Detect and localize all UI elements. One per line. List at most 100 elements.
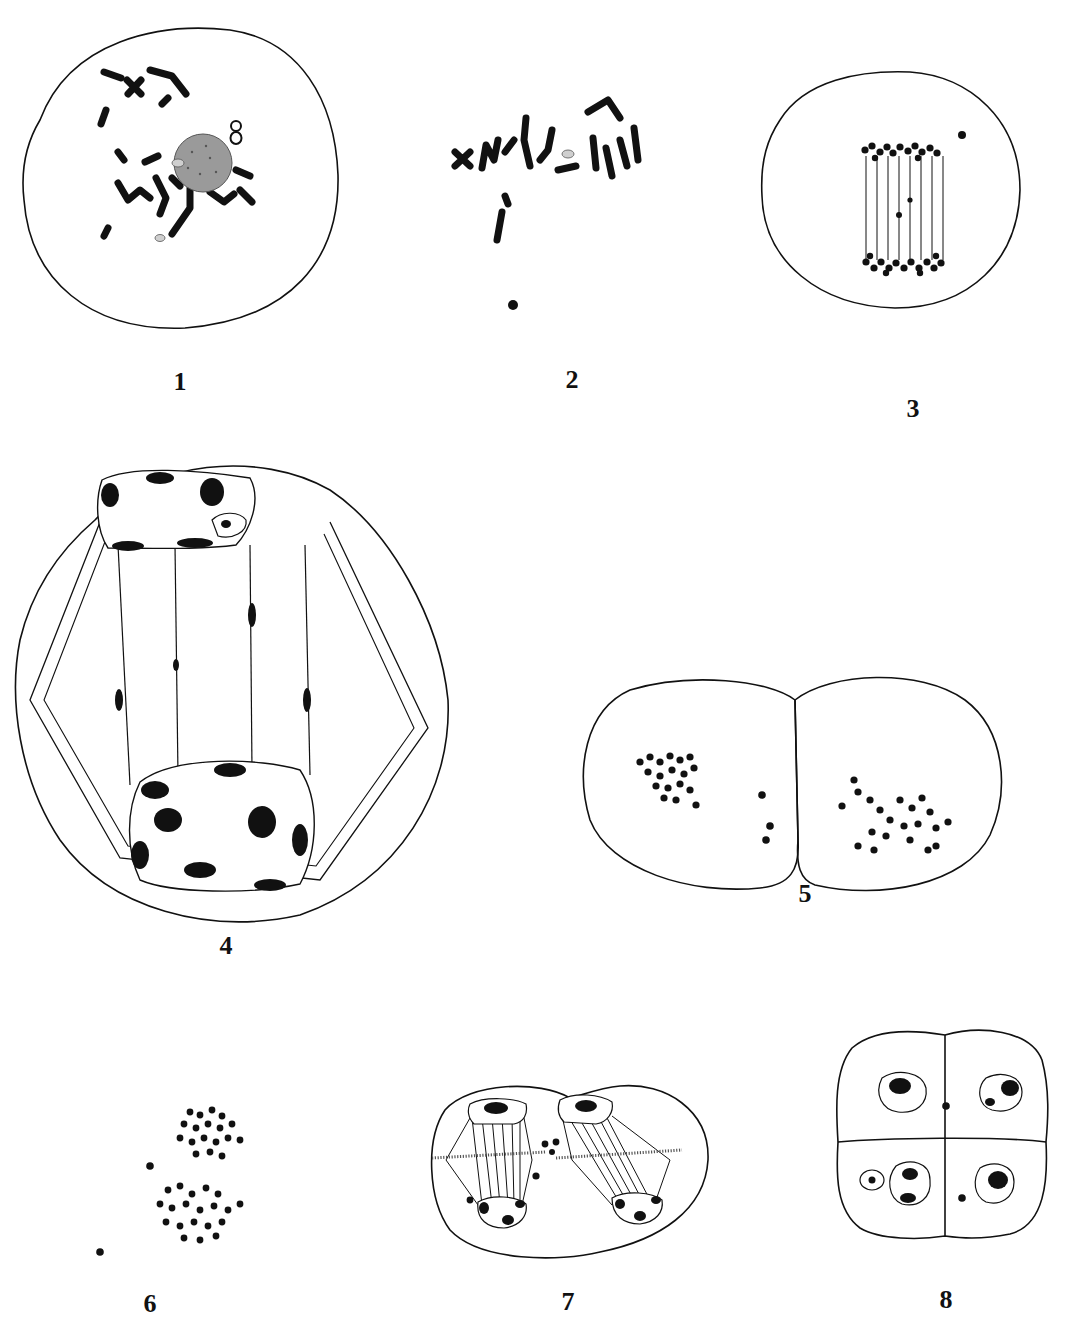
nuclei-figure-4 <box>303 688 311 712</box>
tetrad-figure-8 <box>838 1138 1046 1142</box>
chromosomes-figure-1 <box>101 70 252 236</box>
nuclei-figure-8 <box>942 1102 950 1110</box>
spindles-figure-7 <box>588 1116 634 1200</box>
chromosome-dots-figure-6 <box>213 1233 220 1240</box>
nucleolus <box>199 173 201 175</box>
chromosome-dots-figure-6 <box>169 1205 176 1212</box>
chromosome-dots-figure-6 <box>165 1187 172 1194</box>
spindles-figure-7 <box>482 1118 492 1205</box>
chromosomes-figure-2 <box>455 152 470 166</box>
nuclei-figure-8 <box>869 1177 876 1184</box>
cell-figure-3 <box>762 72 1020 308</box>
nuclei-figure-4 <box>154 808 182 832</box>
chromosome-dots-figure-6 <box>219 1153 226 1160</box>
chromosomes-figure-2 <box>593 138 596 168</box>
nuclei-figure-4 <box>221 520 231 528</box>
chromosome-dots-figure-6 <box>229 1121 236 1128</box>
chromosome-dots-figure-6 <box>189 1191 196 1198</box>
chromosome-dots-figure-5 <box>766 822 774 830</box>
spindles-figure-7 <box>492 1118 500 1205</box>
chromosome-dots-figure-6 <box>215 1191 222 1198</box>
chromosome-dots-figure-5 <box>636 752 951 853</box>
nuclei-figure-4 <box>146 472 174 484</box>
nuclei-figure-8 <box>890 1162 930 1205</box>
nuclei-figure-7 <box>478 1197 527 1228</box>
chromosome-dots-figure-3 <box>896 212 902 218</box>
chromosome-dots-figure-6 <box>163 1219 170 1226</box>
spindle-figure-3 <box>888 156 889 260</box>
nuclei-figure-4 <box>101 483 119 507</box>
chromosome-dots-figure-3 <box>904 147 911 154</box>
nuclei-figure-8 <box>975 1164 1014 1203</box>
nuclei-figure-7 <box>468 1099 526 1124</box>
equatorial-plates-figure-7 <box>556 1150 682 1158</box>
chromosome-dots-figure-6 <box>157 1201 164 1208</box>
nuclei-figure-4 <box>141 781 169 799</box>
chromosome-dots-figure-6 <box>189 1139 196 1146</box>
chromosome-dots-figure-3 <box>870 264 877 271</box>
figure-number: 4 <box>220 933 233 959</box>
chromosome-dots-figure-5 <box>866 796 873 803</box>
nuclei-figure-8 <box>980 1074 1022 1111</box>
chromosomes-figure-2 <box>524 118 530 166</box>
spindle-figure-3 <box>866 156 943 260</box>
chromosomes-figure-1 <box>162 98 168 104</box>
nucleolus <box>155 121 242 242</box>
chromosome-dots-figure-3 <box>900 264 907 271</box>
equatorial-plates-figure-7 <box>432 1150 682 1158</box>
chromosomes-figure-2 <box>606 148 612 176</box>
chromosome-dots-figure-3 <box>923 258 930 265</box>
spindle-figure-4 <box>118 545 310 785</box>
spindle-figure-3 <box>932 156 933 260</box>
cells-figure-5 <box>795 677 1001 890</box>
chromosomes-figure-2 <box>588 100 620 118</box>
chromosomes-figure-1 <box>127 80 141 94</box>
chromosome-dots-figure-6 <box>197 1237 204 1244</box>
nuclei-figure-8 <box>879 1073 926 1113</box>
nuclei-figure-4 <box>184 862 216 878</box>
chromosome-dots-figure-6 <box>237 1201 244 1208</box>
spindles-figure-7 <box>522 1160 532 1205</box>
chromosome-dots-figure-6 <box>237 1137 244 1144</box>
nuclei-figure-7 <box>479 1202 489 1214</box>
nuclei-figure-7 <box>634 1211 646 1221</box>
nuclei-figure-7 <box>502 1215 514 1225</box>
chromosome-dots-figure-6 <box>209 1107 216 1114</box>
spindles-figure-7 <box>472 1118 482 1205</box>
nuclei-figure-4 <box>98 470 255 548</box>
chromosome-dots-figure-6 <box>177 1135 184 1142</box>
chromosome-dots-figure-6 <box>225 1207 232 1214</box>
chromosomes-figure-1 <box>145 156 158 162</box>
chromosome-dots-figure-3 <box>876 148 883 155</box>
nuclei-figure-4 <box>248 603 256 627</box>
chromatid-detail <box>508 300 518 310</box>
tetrad-figure-8 <box>837 1030 1048 1238</box>
nuclei-figure-7 <box>484 1102 508 1114</box>
chromosome-dots-figure-3 <box>862 258 869 265</box>
nuclei-figure-7 <box>553 1139 560 1146</box>
nuclei-figure-4 <box>173 659 179 671</box>
figure-number: 8 <box>940 1287 953 1313</box>
nuclei-figure-7 <box>575 1100 597 1112</box>
chromosome-dots-figure-5 <box>906 836 913 843</box>
chromosome-dots-figure-5 <box>656 772 663 779</box>
spindle-figure-3 <box>877 156 878 260</box>
cells-figure-5 <box>583 680 798 889</box>
cell-figure-7 <box>432 1086 708 1258</box>
chromosome-dots-figure-5 <box>854 788 861 795</box>
figure-number: 6 <box>144 1291 157 1317</box>
nuclei-figure-4 <box>130 761 315 891</box>
chromosome-dots-figure-6 <box>213 1139 220 1146</box>
chromosomes-figure-2 <box>558 166 576 170</box>
chromosome-dots-figure-3 <box>911 142 918 149</box>
chromosome-dots-figure-6 <box>203 1185 210 1192</box>
nuclei-figure-8 <box>988 1171 1008 1189</box>
nucleolus <box>209 157 211 159</box>
chromosome-dots-figure-5 <box>896 796 903 803</box>
chromosome-dots-figure-5 <box>680 770 687 777</box>
chromosome-dots-figure-5 <box>882 832 889 839</box>
chromosome-dots-figure-3 <box>933 253 939 259</box>
nucleolus <box>215 171 217 173</box>
chromosome-dots-figure-6 <box>191 1219 198 1226</box>
